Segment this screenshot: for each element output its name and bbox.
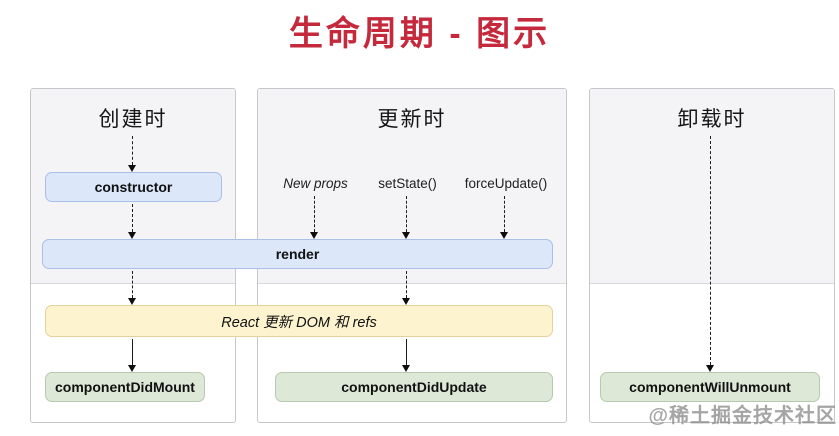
arrow-render-to-reactupdate-mid xyxy=(402,271,411,305)
watermark: @稀土掘金技术社区 xyxy=(648,405,837,427)
panel-create-header: 创建时 xyxy=(98,108,168,131)
arrow-newprops-to-render xyxy=(310,196,319,239)
panel-unmount-top-section: 卸载时 xyxy=(590,89,834,284)
arrow-setstate-to-render xyxy=(402,196,411,239)
arrow-render-to-reactupdate-left xyxy=(128,271,137,305)
arrow-create-to-constructor xyxy=(128,136,137,172)
node-component-will-unmount: componentWillUnmount xyxy=(600,372,820,402)
panel-update-header: 更新时 xyxy=(377,108,447,131)
arrow-reactupdate-to-didmount xyxy=(128,339,137,372)
panel-unmount-header: 卸载时 xyxy=(677,108,747,131)
node-constructor: constructor xyxy=(45,172,222,202)
arrow-reactupdate-to-didupdate xyxy=(402,339,411,372)
arrow-forceupdate-to-render xyxy=(500,196,509,239)
node-component-did-update: componentDidUpdate xyxy=(275,372,553,402)
trigger-forceupdate-label: forceUpdate() xyxy=(464,176,548,191)
trigger-setstate-label: setState() xyxy=(378,176,437,191)
node-react-update-dom: React 更新 DOM 和 refs xyxy=(45,305,553,337)
arrow-constructor-to-render xyxy=(128,204,137,239)
page-title: 生命周期 - 图示 xyxy=(288,15,551,53)
node-component-did-mount: componentDidMount xyxy=(45,372,205,402)
node-render: render xyxy=(42,239,553,269)
arrow-unmount-to-willunmount xyxy=(706,136,715,372)
trigger-new-props-label: New props xyxy=(283,176,348,191)
